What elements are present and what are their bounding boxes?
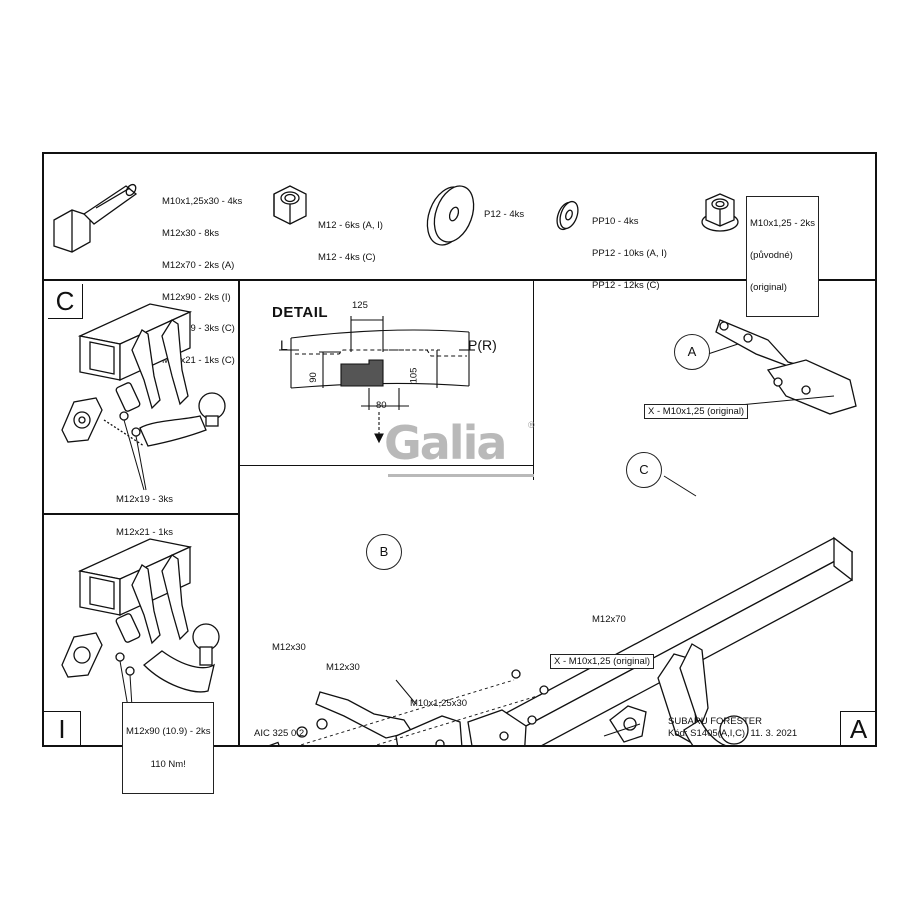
detail-dim-125: 125 xyxy=(352,300,368,311)
galia-logo: Galia xyxy=(384,416,507,470)
drawing-number: AIC 325 0 2 xyxy=(254,728,305,739)
label-m10: M10x1,25x30 xyxy=(410,698,468,709)
logo-underline xyxy=(388,474,534,477)
detail-bottom-border xyxy=(238,465,534,467)
detail-left-mark: L xyxy=(280,337,288,353)
vehicle-code: Kód: S1405(A,I,C) 11. 3. 2021 xyxy=(668,728,798,739)
label-m12x70: M12x70 xyxy=(592,614,626,625)
flange-nut-list: M10x1,25 - 2ks (původné) (original) xyxy=(746,196,819,317)
washer-small-list: PP10 - 4ks PP12 - 10ks (A, I) PP12 - 12k… xyxy=(592,216,667,291)
panel-i-letter: I xyxy=(44,711,81,746)
panel-c-drawing xyxy=(61,303,226,491)
left-column-split xyxy=(44,513,239,515)
detail-right-mark: P(R) xyxy=(468,337,497,353)
registered-mark: ® xyxy=(528,420,535,430)
washer-large-icon xyxy=(426,185,475,246)
callout-a: A xyxy=(674,334,710,370)
flange-nut-icon xyxy=(701,193,739,232)
nut-icon xyxy=(273,185,307,225)
washer-large-label: P12 - 4ks xyxy=(484,209,525,220)
panel-c-letter: C xyxy=(48,284,83,319)
vehicle-name: SUBARU FORESTER xyxy=(668,716,762,727)
left-column-divider xyxy=(238,280,240,745)
drawing-sheet: M10x1,25x30 - 4ks M12x30 - 8ks M12x70 - … xyxy=(42,152,877,794)
callout-b: B xyxy=(366,534,402,570)
parts-row-divider xyxy=(44,279,875,281)
main-assembly-drawing xyxy=(256,319,857,745)
detail-right-border xyxy=(533,280,535,480)
bolt-icon xyxy=(53,183,138,253)
panel-c-label: M12x19 - 3ks M12x21 - 1ks xyxy=(116,494,174,538)
detail-dim-80: 80 xyxy=(376,400,387,411)
label-x-top: X - M10x1,25 (original) xyxy=(644,404,749,419)
panel-i-label: M12x90 (10.9) - 2ks 110 Nm! xyxy=(122,702,215,794)
detail-title: DETAIL xyxy=(272,304,329,321)
washer-small-icon xyxy=(556,200,579,231)
label-x-bottom: X - M10x1,25 (original) xyxy=(550,654,655,669)
nuts-list: M12 - 6ks (A, I) M12 - 4ks (C) xyxy=(318,220,383,263)
panel-i-drawing xyxy=(61,538,220,708)
label-m12x30-a: M12x30 xyxy=(272,642,306,653)
detail-drawing xyxy=(279,316,475,444)
label-m12x30-b: M12x30 xyxy=(326,662,360,673)
version-letter: A xyxy=(840,711,876,746)
parts-icons xyxy=(53,183,739,253)
callout-c: C xyxy=(626,452,662,488)
